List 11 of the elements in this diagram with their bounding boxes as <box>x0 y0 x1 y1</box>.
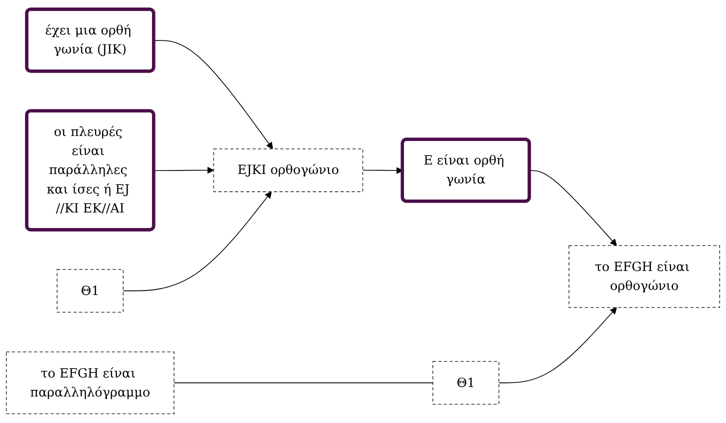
node-box: το EFGH είναι παραλληλόγραμμο <box>6 351 174 414</box>
node-box: Θ1 <box>432 361 500 405</box>
connector <box>174 382 434 384</box>
arrow <box>498 307 617 384</box>
arrow <box>154 40 273 150</box>
arrow <box>122 191 272 292</box>
arrow <box>154 166 214 174</box>
node-box: το EFGH είναι ορθογώνιο <box>568 245 720 308</box>
node-box: Θ1 <box>56 269 124 313</box>
node-box: EJKI ορθογώνιο <box>213 148 364 192</box>
arrow <box>529 170 617 246</box>
